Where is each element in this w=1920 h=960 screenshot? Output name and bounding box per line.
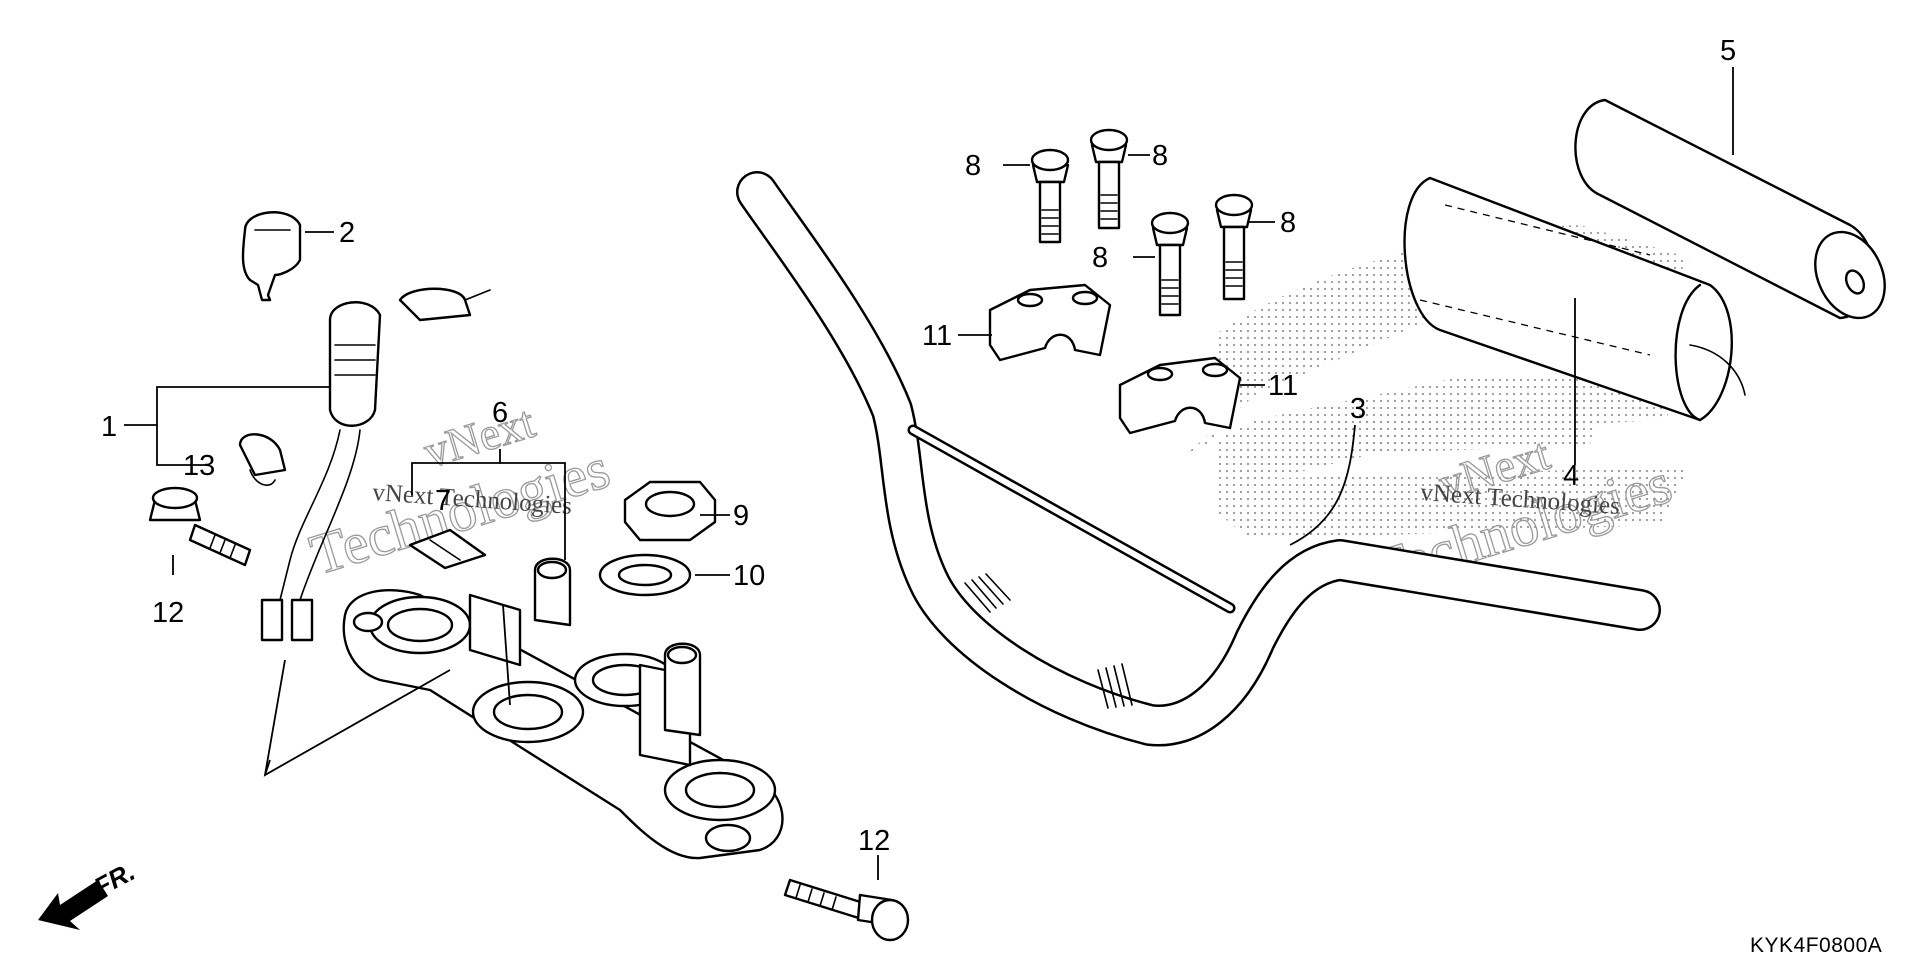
callout-12a: 12 <box>152 597 184 629</box>
callout-8a: 8 <box>965 150 981 182</box>
flange-bolt-left <box>148 486 252 567</box>
front-direction-arrow: FR. <box>38 856 140 930</box>
key <box>241 211 302 302</box>
handlebar-pad <box>1403 176 1746 422</box>
pad-insert <box>1574 98 1886 320</box>
callout-5: 5 <box>1720 35 1736 67</box>
bolt-group <box>1030 128 1254 317</box>
flange-bolt-right <box>783 878 910 942</box>
callout-8c: 8 <box>1092 242 1108 274</box>
plate <box>408 528 487 570</box>
callout-9: 9 <box>733 500 749 532</box>
bolt-a <box>1030 148 1070 244</box>
nut <box>623 480 717 542</box>
bolt-d <box>1214 193 1254 301</box>
callout-labels: 1 2 3 4 5 6 7 8 8 8 8 9 10 11 11 12 12 1… <box>101 35 1736 857</box>
bolt-c <box>1150 211 1190 317</box>
callout-6: 6 <box>492 397 508 429</box>
callout-11a: 11 <box>922 320 952 352</box>
handlebar <box>736 171 1661 747</box>
ignition-switch <box>260 287 491 642</box>
bolt-b <box>1089 128 1129 230</box>
callout-13: 13 <box>183 450 215 482</box>
clamp <box>238 433 287 486</box>
callout-4: 4 <box>1563 460 1579 492</box>
callout-1: 1 <box>101 411 117 443</box>
callout-10: 10 <box>733 560 765 592</box>
top-bridge <box>342 557 784 860</box>
callout-12b: 12 <box>858 825 890 857</box>
callout-8d: 8 <box>1280 207 1296 239</box>
washer <box>598 553 692 597</box>
callout-8b: 8 <box>1152 140 1168 172</box>
callout-7: 7 <box>435 485 451 517</box>
holder-lower <box>1118 356 1242 435</box>
leader-lines <box>124 67 1734 880</box>
callout-2: 2 <box>339 217 355 249</box>
callout-3: 3 <box>1350 393 1366 425</box>
drawing-code: KYK4F0800A <box>1750 934 1882 957</box>
callout-11b: 11 <box>1268 370 1298 402</box>
holder-upper <box>988 283 1112 362</box>
